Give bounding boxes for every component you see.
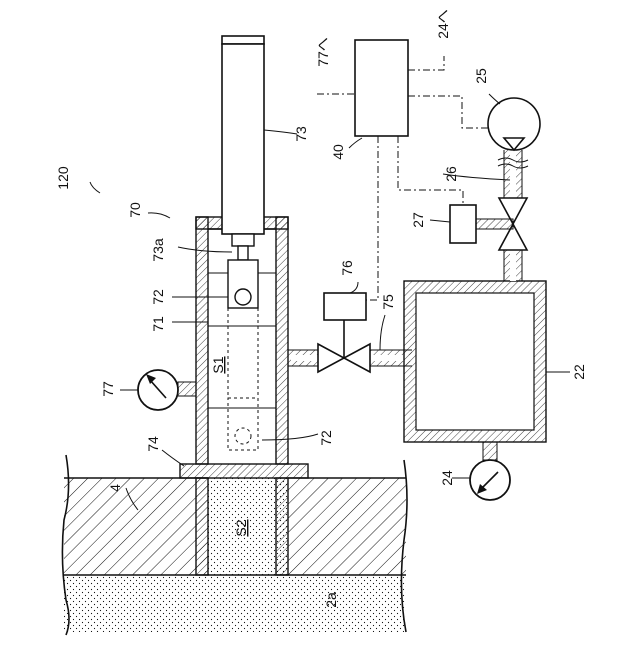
tank-22 [404,281,546,442]
label-77: 77 [100,381,116,397]
flange-74 [180,464,308,478]
label-74: 74 [145,436,161,452]
valve-76 [318,293,370,372]
control-unit-40 [355,40,408,136]
label-24: 24 [439,470,455,486]
label-2a: 2a [323,592,339,608]
pressure-gauge-77 [138,370,196,410]
label-S1: S1 [210,356,226,373]
pipe-75 [288,350,412,366]
label-120: 120 [55,166,71,190]
label-27: 27 [410,212,426,228]
stratum-2a [64,575,406,632]
label-73a: 73a [150,238,166,262]
label-25: 25 [473,68,489,84]
pump-25 [488,98,540,150]
controller-27 [450,205,476,243]
label-71: 71 [150,316,166,332]
label-73: 73 [293,126,309,142]
label-22: 22 [571,364,587,380]
label-26: 26 [443,166,459,182]
valve-vertical [476,198,527,250]
label-70: 70 [127,202,143,218]
pipe-26 [498,150,528,281]
label-72-lower: 72 [318,430,334,446]
label-77-to: 77へ [315,37,331,67]
label-24-to: 24へ [435,9,451,39]
piston-72-upper [228,260,258,308]
piston-72-lower [228,308,258,450]
label-S2: S2 [233,519,249,536]
label-40: 40 [330,144,346,160]
label-4: 4 [107,484,123,492]
label-72-upper: 72 [150,289,166,305]
pressure-gauge-24 [470,442,510,500]
label-75: 75 [380,294,396,310]
label-76: 76 [339,260,355,276]
actuator-73 [222,36,264,260]
